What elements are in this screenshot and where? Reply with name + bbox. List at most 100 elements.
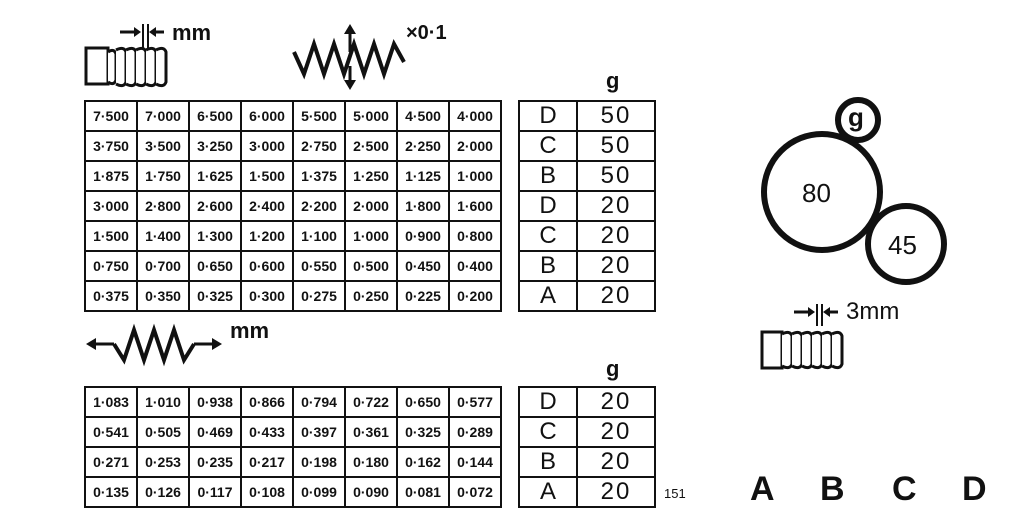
feed-value-cell: 0·450: [396, 250, 450, 282]
spacer-cell: [500, 191, 520, 221]
screw-icon: [760, 304, 844, 370]
feed-value-cell: 1·000: [448, 160, 502, 192]
feed-value-cell: 0·350: [136, 280, 190, 312]
feed-value-cell: 1·125: [396, 160, 450, 192]
lever-cell: C: [518, 220, 578, 252]
lever-cell: D: [518, 386, 578, 418]
feed-value-cell: 0·144: [448, 446, 502, 478]
feed-value-cell: 1·400: [136, 220, 190, 252]
feed-value-cell: 0·117: [188, 476, 242, 508]
lever-cell: B: [518, 160, 578, 192]
feed-value-cell: 0·433: [240, 416, 294, 448]
lever-cell: A: [518, 280, 578, 312]
page-number: 151: [664, 486, 686, 501]
feed-value-cell: 7·000: [136, 100, 190, 132]
feed-value-cell: 0·200: [448, 280, 502, 312]
gear-cell: 20: [576, 220, 656, 252]
feed-value-cell: 1·600: [448, 190, 502, 222]
spacer-cell: [500, 221, 520, 251]
feed-value-cell: 0·500: [344, 250, 398, 282]
feed-value-cell: 0·800: [448, 220, 502, 252]
gear-train: g 80 45: [760, 94, 960, 294]
gear-cell: 20: [576, 416, 656, 448]
feed-value-cell: 1·750: [136, 160, 190, 192]
gear-small-label: g: [848, 102, 864, 132]
gear-cell: 50: [576, 160, 656, 192]
feed-value-cell: 2·800: [136, 190, 190, 222]
lever-position-b: B: [820, 470, 845, 508]
feed-value-cell: 1·625: [188, 160, 242, 192]
spacer-cell: [500, 131, 520, 161]
horizontal-feed-zigzag-icon: [86, 323, 222, 367]
feed-value-cell: 1·250: [344, 160, 398, 192]
feed-value-cell: 0·289: [448, 416, 502, 448]
feed-value-cell: 1·800: [396, 190, 450, 222]
lever-cell: B: [518, 446, 578, 478]
lever-cell: A: [518, 476, 578, 508]
thread-pitch-icon: [84, 24, 168, 88]
feed-value-cell: 0·162: [396, 446, 450, 478]
feed-value-cell: 0·126: [136, 476, 190, 508]
feed-value-cell: 7·500: [84, 100, 138, 132]
feed-value-cell: 3·000: [240, 130, 294, 162]
feed-value-cell: 0·108: [240, 476, 294, 508]
spacer-cell: [500, 417, 520, 447]
horizontal-feed-unit-label: mm: [230, 318, 270, 343]
feed-value-cell: 0·550: [292, 250, 346, 282]
feed-value-cell: 0·099: [292, 476, 346, 508]
feed-value-cell: 0·361: [344, 416, 398, 448]
lever-position-a: A: [750, 470, 775, 508]
spacer-cell: [500, 387, 520, 417]
feed-value-cell: 6·500: [188, 100, 242, 132]
screw-pitch-section: 3mm: [760, 296, 940, 376]
feed-value-cell: 1·000: [344, 220, 398, 252]
feed-value-cell: 0·081: [396, 476, 450, 508]
feed-value-cell: 2·400: [240, 190, 294, 222]
spacer-cell: [500, 251, 520, 281]
feed-value-cell: 2·600: [188, 190, 242, 222]
feed-value-cell: 0·750: [84, 250, 138, 282]
feed-value-cell: 3·750: [84, 130, 138, 162]
gear-cell: 20: [576, 280, 656, 312]
lever-cell: C: [518, 416, 578, 448]
spacer-cell: [500, 101, 520, 131]
feed-value-cell: 0·253: [136, 446, 190, 478]
lever-position-d: D: [962, 470, 987, 508]
spacer-cell: [500, 281, 520, 311]
feed-value-cell: 0·250: [344, 280, 398, 312]
feed-value-cell: 0·235: [188, 446, 242, 478]
feed-value-cell: 0·938: [188, 386, 242, 418]
horizontal-feed-header: mm: [84, 318, 304, 368]
feed-value-cell: 2·500: [344, 130, 398, 162]
table1-gear-header: g: [606, 68, 620, 93]
feed-value-cell: 0·397: [292, 416, 346, 448]
feed-value-cell: 3·250: [188, 130, 242, 162]
spacer-cell: [500, 477, 520, 507]
feed-multiplier-label: ×0·1: [406, 22, 447, 44]
feed-value-cell: 1·010: [136, 386, 190, 418]
feed-value-cell: 0·275: [292, 280, 346, 312]
lever-cell: C: [518, 130, 578, 162]
feed-value-cell: 0·180: [344, 446, 398, 478]
feed-value-cell: 0·300: [240, 280, 294, 312]
feed-value-cell: 1·875: [84, 160, 138, 192]
feed-value-cell: 0·325: [188, 280, 242, 312]
feed-value-cell: 3·500: [136, 130, 190, 162]
feed-value-cell: 0·090: [344, 476, 398, 508]
feed-value-cell: 6·000: [240, 100, 294, 132]
feed-value-cell: 0·722: [344, 386, 398, 418]
table2-gear-header: g: [606, 356, 620, 381]
feed-value-cell: 2·250: [396, 130, 450, 162]
spacer-cell: [500, 161, 520, 191]
feed-value-cell: 0·135: [84, 476, 138, 508]
gear-cell: 20: [576, 476, 656, 508]
